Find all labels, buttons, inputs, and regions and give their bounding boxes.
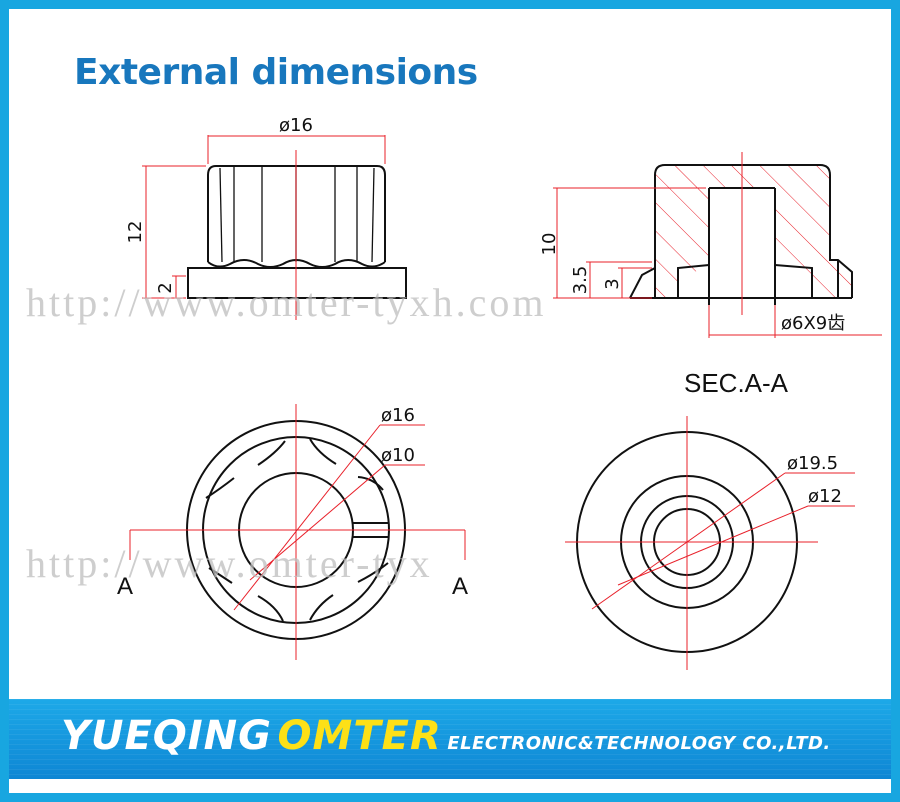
company-banner: YUEQING OMTER ELECTRONIC&TECHNOLOGY CO.,… — [9, 699, 891, 779]
top-outer-diameter-label: ø16 — [381, 405, 415, 426]
cut-marker-right: A — [452, 573, 468, 600]
watermark-url: http://www.omter-tyxh.com — [26, 280, 546, 325]
cut-marker-left: A — [117, 573, 133, 600]
sec-inner-diameter-label: ø12 — [808, 486, 842, 507]
page-title: External dimensions — [74, 52, 478, 93]
brand-omter: OMTER — [277, 713, 442, 759]
sec-outer-diameter-label: ø19.5 — [787, 453, 838, 474]
front-height-label: 12 — [125, 221, 146, 244]
section-bore-label: ø6X9齿 — [781, 313, 845, 334]
front-flange-label: 2 — [155, 282, 176, 293]
company-name: YUEQING OMTER ELECTRONIC&TECHNOLOGY CO.,… — [61, 713, 831, 759]
brand-tagline: ELECTRONIC&TECHNOLOGY CO.,LTD. — [447, 733, 831, 754]
top-view: ø16 ø10 A A — [117, 404, 468, 660]
section-view: 10 3.5 3 ø6X9齿 — [539, 152, 882, 338]
section-step-label: 3.5 — [570, 266, 591, 295]
top-inner-diameter-label: ø10 — [381, 445, 415, 466]
section-bore-depth-label: 3 — [602, 278, 623, 289]
bottom-strip — [9, 779, 891, 793]
front-view: ø16 12 2 — [125, 115, 407, 320]
brand-yueqing: YUEQING — [61, 713, 272, 759]
section-height-label: 10 — [539, 233, 560, 256]
front-diameter-label: ø16 — [279, 115, 313, 136]
sec-a-a-view: SEC.A-A ø19.5 ø12 — [565, 368, 855, 670]
technical-drawing: ø16 12 2 10 — [26, 115, 882, 670]
sec-a-a-heading: SEC.A-A — [684, 368, 789, 398]
watermark-url-truncated: http://www.omter-tyx — [26, 541, 433, 586]
